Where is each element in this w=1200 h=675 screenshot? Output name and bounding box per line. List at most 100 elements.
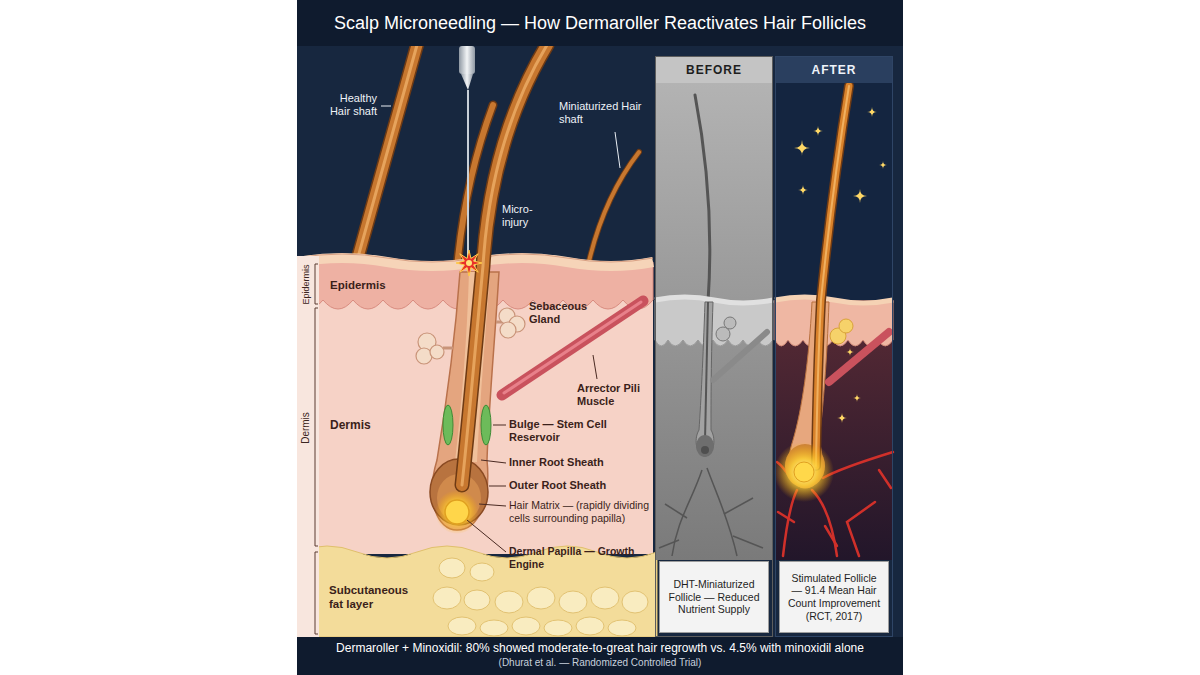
sparkle	[837, 413, 847, 423]
fat-cell	[512, 617, 540, 635]
bulge-stem-cells	[443, 405, 453, 445]
layer-brackets	[315, 264, 318, 634]
footer-bar	[297, 637, 903, 675]
gland-lobe	[500, 322, 516, 338]
figure-frame: Scalp Microneedling — How Dermaroller Re…	[297, 0, 903, 675]
vessel	[825, 526, 837, 546]
fat-cell	[433, 587, 461, 609]
hair-highlight	[816, 86, 849, 466]
fat-cell	[439, 558, 465, 578]
dermal-papilla	[445, 500, 469, 524]
thick-hair	[816, 86, 849, 466]
sparkle	[879, 161, 887, 169]
fat-cell	[576, 617, 604, 635]
layer-label: Dermis	[300, 412, 312, 444]
caption-text: Stimulated Follicle — 91.4 Mean Hair Cou…	[785, 572, 883, 622]
part-label: Outer Root Sheath	[509, 479, 651, 492]
micro-injury-core	[466, 260, 472, 266]
vessel	[812, 490, 837, 556]
fat-cell	[622, 591, 648, 613]
part-label: Sebaceous Gland	[529, 300, 593, 326]
dermis-bracket	[315, 308, 318, 546]
part-label: (Dhurat et al. — Randomized Controlled T…	[303, 657, 897, 669]
vessel	[733, 536, 763, 548]
caption-text: DHT-Miniaturized Follicle — Reduced Nutr…	[665, 578, 763, 616]
sebaceous-gland	[416, 333, 444, 364]
fat-cell	[608, 620, 636, 636]
sparkle	[794, 140, 810, 156]
part-label: Epidermis	[330, 279, 420, 293]
vessel	[778, 512, 794, 522]
muscle-fibre	[504, 302, 641, 393]
fat-cell	[448, 617, 476, 635]
part-label: Miniaturized Hair shaft	[559, 100, 643, 126]
sparse-vessels	[659, 468, 763, 556]
sparkle	[846, 348, 854, 356]
leader-line	[481, 460, 506, 463]
needle-body	[459, 46, 475, 74]
bulge-stem-cells	[481, 405, 491, 445]
part-label: Bulge — Stem Cell Reservoir	[509, 418, 621, 444]
panel-heading: BEFORE	[656, 57, 772, 83]
sparkle	[853, 394, 861, 402]
muscle	[713, 332, 767, 380]
part-label: Inner Root Sheath	[509, 456, 651, 469]
part-label: Hair Matrix — (rapidly dividing cells su…	[509, 499, 651, 524]
fat-cell	[470, 563, 494, 581]
micro-injury-burst	[456, 250, 482, 276]
part-label: Micro-injury	[502, 203, 550, 229]
muscle	[829, 332, 889, 382]
hair-highlight	[355, 45, 417, 268]
before-skin-surface	[655, 297, 773, 303]
panel-heading: AFTER	[776, 57, 892, 83]
fat-cell	[527, 587, 555, 609]
layer-strip	[297, 256, 319, 637]
gland-lobe	[839, 319, 853, 333]
sparkle	[853, 189, 867, 203]
fat-cell	[559, 591, 587, 613]
fat-bracket	[315, 552, 318, 634]
vessel	[879, 470, 891, 488]
leader-line	[489, 486, 506, 487]
title-bar	[297, 0, 903, 46]
before-ground	[655, 82, 773, 560]
gland-duct	[443, 347, 453, 350]
leader-line	[479, 504, 506, 506]
fat-cells	[433, 558, 648, 636]
vessel	[672, 470, 702, 556]
part-label: Dermal Papilla — Growth Engine	[509, 545, 651, 570]
caption-box: DHT-Miniaturized Follicle — Reduced Nutr…	[659, 561, 769, 633]
epidermis-bracket	[315, 264, 318, 304]
caption-box: Stimulated Follicle — 91.4 Mean Hair Cou…	[779, 561, 889, 633]
part-label: Dermis	[330, 418, 410, 432]
shrunken-bulb	[696, 435, 714, 457]
miniaturized-hair	[587, 152, 639, 270]
part-label: Arrector Pili Muscle	[577, 382, 649, 408]
gland-lobe	[724, 317, 736, 329]
fat-cell	[464, 590, 490, 610]
comparison-panel: AFTER Stimulated Follicle — 91.4 Mean Hai…	[775, 56, 893, 637]
needle-taper	[461, 74, 473, 90]
sparkles	[794, 107, 887, 423]
gland-lobe	[430, 345, 444, 359]
sparkle	[798, 185, 808, 195]
background	[297, 0, 903, 675]
healthy-hair-outline	[355, 45, 417, 268]
fat-layer	[297, 546, 657, 637]
part-label: Subcutaneous fat layer	[329, 584, 425, 612]
vessel	[659, 540, 679, 548]
leader-line	[615, 132, 620, 168]
shrunken-papilla	[701, 446, 709, 454]
papilla-glow	[774, 442, 834, 502]
miniaturized-hair	[695, 95, 710, 302]
leader-line	[493, 425, 506, 426]
fat-cell	[544, 620, 572, 636]
vessel	[707, 468, 737, 556]
miniaturized-shaft	[705, 302, 708, 440]
papilla-glow	[435, 490, 479, 534]
vessel	[724, 498, 753, 514]
figure-title: Scalp Microneedling — How Dermaroller Re…	[305, 0, 895, 46]
fat-cell	[495, 591, 523, 613]
leader-line	[593, 355, 597, 379]
sparkle	[867, 107, 877, 117]
